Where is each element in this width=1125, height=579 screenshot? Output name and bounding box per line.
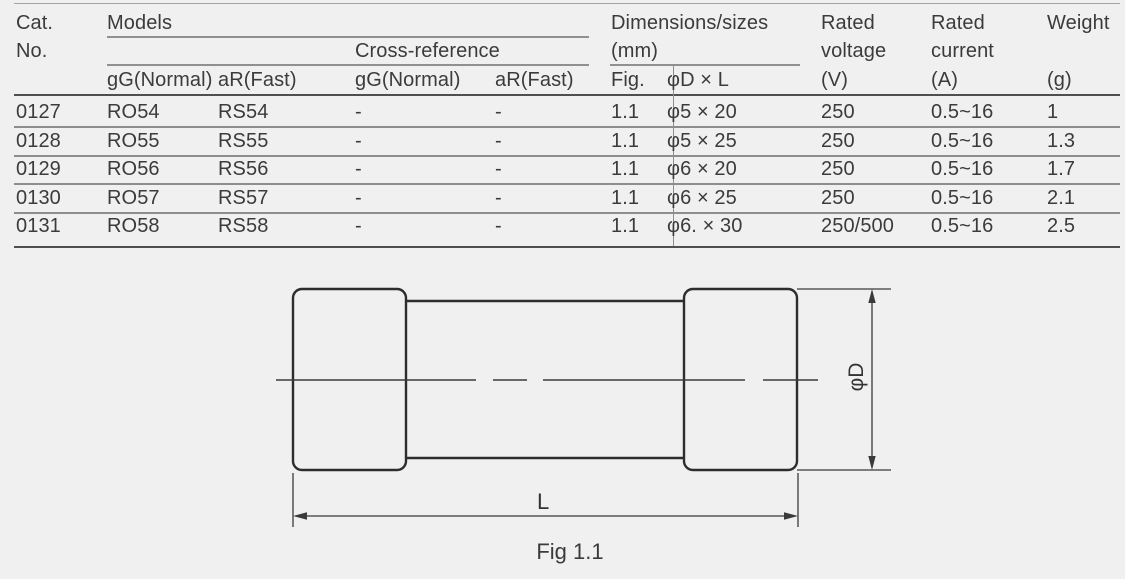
header-dimensions-unit: (mm) xyxy=(611,40,659,62)
header-rated-voltage-2: voltage xyxy=(821,40,887,62)
diameter-label: φD xyxy=(845,362,868,392)
mm-underline xyxy=(610,64,800,66)
header-models-ar: aR(Fast) xyxy=(218,69,297,91)
cell-xref-ar: - xyxy=(495,130,502,152)
header-dimensions: Dimensions/sizes xyxy=(611,12,769,34)
cell-model-ar: RS56 xyxy=(218,158,269,180)
cell-dimensions: φ5 × 25 xyxy=(667,130,737,152)
header-cat: Cat. xyxy=(16,12,54,34)
cell-model-gg: RO54 xyxy=(107,101,160,123)
header-current-unit: (A) xyxy=(931,69,958,91)
header-weight: Weight xyxy=(1047,12,1110,34)
header-xref-gg: gG(Normal) xyxy=(355,69,461,91)
header-voltage-unit: (V) xyxy=(821,69,848,91)
figure-caption: Fig 1.1 xyxy=(536,539,604,564)
models-underline xyxy=(107,36,589,38)
header-fig: Fig. xyxy=(611,69,645,91)
cell-cat-no: 0130 xyxy=(16,187,61,209)
table-bottom-rule xyxy=(14,246,1120,249)
table-row: 0128 RO55 RS55 - - 1.1 φ5 × 25 250 0.5~1… xyxy=(0,129,1125,153)
cross-reference-underline xyxy=(107,64,589,66)
phi-column-hairline xyxy=(672,66,674,246)
header-models-gg: gG(Normal) xyxy=(107,69,213,91)
cell-xref-ar: - xyxy=(495,187,502,209)
arrow-right-icon xyxy=(784,512,798,520)
cell-model-gg: RO55 xyxy=(107,130,160,152)
length-label: L xyxy=(537,489,550,514)
table-row: 0131 RO58 RS58 - - 1.1 φ6. × 30 250/500 … xyxy=(0,214,1125,238)
cell-model-gg: RO58 xyxy=(107,215,160,237)
arrow-up-icon xyxy=(868,289,876,303)
cell-xref-gg: - xyxy=(355,187,362,209)
cell-weight: 1.7 xyxy=(1047,158,1076,180)
fuse-body xyxy=(406,299,684,460)
cell-model-gg: RO57 xyxy=(107,187,160,209)
cell-dimensions: φ6 × 20 xyxy=(667,158,737,180)
cell-xref-ar: - xyxy=(495,215,502,237)
cell-xref-gg: - xyxy=(355,158,362,180)
fuse-right-cap xyxy=(682,287,799,472)
row-separator xyxy=(14,126,1120,128)
cell-weight: 2.1 xyxy=(1047,187,1076,209)
fuse-left-cap xyxy=(291,287,408,472)
row-separator xyxy=(14,183,1120,185)
cell-voltage: 250 xyxy=(821,187,855,209)
cell-dimensions: φ6 × 25 xyxy=(667,187,737,209)
cell-current: 0.5~16 xyxy=(931,187,994,209)
header-d-x-l: φD × L xyxy=(667,69,729,91)
header-cross-reference: Cross-reference xyxy=(355,40,500,62)
cell-cat-no: 0129 xyxy=(16,158,61,180)
table-row: 0129 RO56 RS56 - - 1.1 φ6 × 20 250 0.5~1… xyxy=(0,157,1125,181)
cell-fig: 1.1 xyxy=(611,187,640,209)
cell-cat-no: 0131 xyxy=(16,215,61,237)
cell-voltage: 250 xyxy=(821,101,855,123)
cell-current: 0.5~16 xyxy=(931,130,994,152)
table-row: 0130 RO57 RS57 - - 1.1 φ6 × 25 250 0.5~1… xyxy=(0,186,1125,210)
cell-model-ar: RS57 xyxy=(218,187,269,209)
cell-dimensions: φ6. × 30 xyxy=(667,215,743,237)
cell-voltage: 250 xyxy=(821,158,855,180)
arrow-left-icon xyxy=(293,512,307,520)
cell-fig: 1.1 xyxy=(611,101,640,123)
cell-model-gg: RO56 xyxy=(107,158,160,180)
header-rated-current-1: Rated xyxy=(931,12,985,34)
cell-xref-gg: - xyxy=(355,130,362,152)
cell-current: 0.5~16 xyxy=(931,158,994,180)
cell-current: 0.5~16 xyxy=(931,101,994,123)
table-top-rule xyxy=(14,3,1120,5)
cell-weight: 1 xyxy=(1047,101,1059,123)
header-no: No. xyxy=(16,40,48,62)
cell-cat-no: 0127 xyxy=(16,101,61,123)
cell-fig: 1.1 xyxy=(611,130,640,152)
cell-model-ar: RS58 xyxy=(218,215,269,237)
cell-xref-gg: - xyxy=(355,101,362,123)
cell-fig: 1.1 xyxy=(611,158,640,180)
cell-xref-ar: - xyxy=(495,101,502,123)
header-bottom-rule xyxy=(14,94,1120,97)
row-separator xyxy=(14,155,1120,157)
header-rated-current-2: current xyxy=(931,40,994,62)
cell-voltage: 250 xyxy=(821,130,855,152)
cell-xref-gg: - xyxy=(355,215,362,237)
cell-fig: 1.1 xyxy=(611,215,640,237)
cell-current: 0.5~16 xyxy=(931,215,994,237)
cell-voltage: 250/500 xyxy=(821,215,894,237)
header-rated-voltage-1: Rated xyxy=(821,12,875,34)
cell-model-ar: RS55 xyxy=(218,130,269,152)
header-xref-ar: aR(Fast) xyxy=(495,69,574,91)
cell-weight: 1.3 xyxy=(1047,130,1076,152)
arrow-down-icon xyxy=(868,456,876,470)
cell-cat-no: 0128 xyxy=(16,130,61,152)
cell-xref-ar: - xyxy=(495,158,502,180)
cell-dimensions: φ5 × 20 xyxy=(667,101,737,123)
header-weight-unit: (g) xyxy=(1047,69,1072,91)
header-models: Models xyxy=(107,12,173,34)
cell-weight: 2.5 xyxy=(1047,215,1076,237)
table-row: 0127 RO54 RS54 - - 1.1 φ5 × 20 250 0.5~1… xyxy=(0,100,1125,124)
row-separator xyxy=(14,212,1120,214)
cell-model-ar: RS54 xyxy=(218,101,269,123)
